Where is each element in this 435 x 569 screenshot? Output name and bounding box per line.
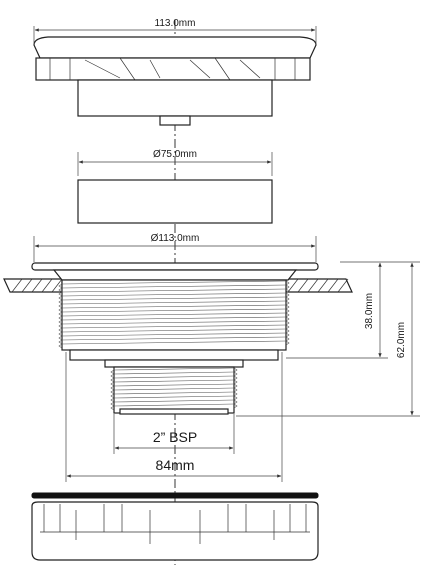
thread-line	[61, 292, 287, 297]
thread-outer-label: 84mm	[156, 457, 195, 473]
thread-notch	[285, 324, 290, 330]
thread-notch	[285, 308, 290, 314]
thread-notch	[58, 339, 63, 345]
thread-notch	[58, 299, 63, 305]
thread-notch	[233, 375, 238, 381]
thread-line	[61, 288, 287, 293]
thread-notch	[285, 296, 290, 302]
thread-line	[113, 403, 235, 407]
body-height-dimension: 38.0mm	[286, 261, 388, 359]
thread-notch	[285, 312, 290, 318]
flange-diameter-label: Ø113.0mm	[151, 233, 200, 244]
thread-notch	[110, 393, 115, 399]
waste-body	[3, 262, 353, 415]
thread-size-dimension: 2” BSP	[113, 414, 235, 454]
overall-height-label: 62.0mm	[396, 322, 407, 358]
thread-notch	[233, 399, 238, 405]
thread-notch	[233, 395, 238, 401]
thread-line	[61, 336, 287, 341]
thread-notch	[285, 292, 290, 298]
thread-line	[113, 379, 235, 383]
thread-line	[61, 312, 287, 317]
thread-notch	[233, 379, 238, 385]
thread-notch	[285, 304, 290, 310]
thread-line	[113, 391, 235, 395]
thread-line	[61, 284, 287, 289]
thread-line	[61, 320, 287, 325]
thread-notch	[233, 383, 238, 389]
thread-notch	[58, 319, 63, 325]
flange-dimension: Ø113.0mm	[33, 233, 317, 262]
thread-notch	[58, 343, 63, 349]
thread-notch	[58, 331, 63, 337]
thread-line	[113, 387, 235, 391]
thread-notch	[110, 397, 115, 403]
thread-notch	[110, 373, 115, 379]
thread-line	[113, 395, 235, 399]
thread-notch	[285, 332, 290, 338]
thread-line	[113, 383, 235, 387]
thread-line	[113, 371, 235, 375]
insert-diameter-label: Ø75.0mm	[153, 149, 197, 160]
thread-line	[61, 316, 287, 321]
thread-notch	[58, 295, 63, 301]
thread-line	[61, 304, 287, 309]
thread-outer-dimension: 84mm	[65, 352, 283, 482]
thread-notch	[110, 405, 115, 411]
thread-line	[61, 340, 287, 345]
thread-notch	[58, 283, 63, 289]
cap-width-label: 113.0mm	[155, 18, 196, 29]
thread-notch	[285, 316, 290, 322]
thread-line	[61, 332, 287, 337]
top-cap	[33, 36, 317, 126]
thread-line	[113, 375, 235, 379]
thread-size-label: 2” BSP	[153, 429, 197, 445]
thread-notch	[110, 369, 115, 375]
insert-dimension: Ø75.0mm	[77, 149, 273, 176]
thread-notch	[58, 291, 63, 297]
thread-notch	[58, 335, 63, 341]
thread-notch	[233, 371, 238, 377]
thread-notch	[233, 387, 238, 393]
thread-line	[61, 324, 287, 329]
thread-line	[113, 367, 235, 371]
thread-line	[113, 399, 235, 403]
cap-width-dimension: 113.0mm	[33, 18, 317, 44]
insert-ring	[77, 179, 273, 224]
thread-notch	[58, 323, 63, 329]
thread-notch	[110, 401, 115, 407]
thread-notch	[110, 381, 115, 387]
thread-notch	[285, 328, 290, 334]
thread-notch	[285, 280, 290, 286]
thread-notch	[285, 284, 290, 290]
thread-notch	[110, 389, 115, 395]
thread-notch	[58, 287, 63, 293]
thread-notch	[285, 300, 290, 306]
thread-notch	[110, 385, 115, 391]
thread-notch	[58, 303, 63, 309]
thread-notch	[233, 391, 238, 397]
thread-notch	[285, 288, 290, 294]
thread-notch	[58, 311, 63, 317]
overall-height-dimension: 62.0mm	[236, 261, 420, 417]
thread-notch	[58, 315, 63, 321]
backnut	[31, 492, 319, 561]
body-height-label: 38.0mm	[364, 293, 375, 329]
thread-notch	[285, 340, 290, 346]
thread-notch	[58, 307, 63, 313]
thread-line	[61, 328, 287, 333]
thread-line	[61, 296, 287, 301]
thread-line	[61, 300, 287, 305]
thread-notch	[285, 336, 290, 342]
thread-notch	[110, 377, 115, 383]
thread-notch	[233, 367, 238, 373]
thread-line	[61, 280, 287, 285]
thread-notch	[233, 403, 238, 409]
thread-notch	[58, 327, 63, 333]
thread-line	[61, 308, 287, 313]
thread-notch	[285, 320, 290, 326]
